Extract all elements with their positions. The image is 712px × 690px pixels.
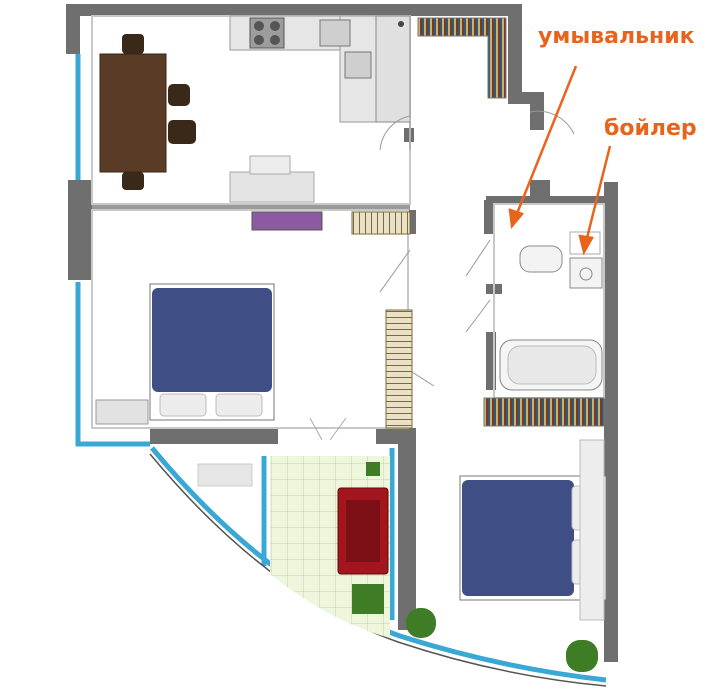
plant-icon (406, 608, 436, 638)
wall-left-upper (66, 4, 80, 54)
bedroom-1 (95, 211, 435, 441)
chair-icon (122, 34, 144, 54)
desk-icon (95, 399, 149, 425)
shelf-icon (483, 397, 605, 427)
wall-left-mid (68, 180, 92, 280)
kitchen-sink-icon (319, 19, 351, 47)
stairs (385, 309, 413, 429)
label-boiler: бойлер (604, 116, 697, 141)
fridge-icon (375, 15, 411, 123)
wall-corridor-right (508, 4, 544, 130)
window-curved (150, 446, 607, 683)
bar-counter (229, 171, 315, 203)
plant-icon (566, 640, 598, 672)
tv-stand (251, 211, 323, 231)
wall-bath-mid2 (486, 332, 496, 390)
label-sink: умывальник (538, 24, 695, 49)
wall-kitchen-bottom (92, 203, 410, 210)
washbasin-icon (569, 257, 603, 289)
balcony (197, 456, 390, 638)
wall-bedroom1-right (408, 210, 416, 234)
plant-icon (352, 584, 384, 614)
door-swing (379, 249, 411, 293)
door-swing (465, 239, 491, 333)
wardrobe-icon (579, 439, 605, 621)
door-swing (379, 115, 411, 151)
walls (66, 4, 618, 662)
kitchen (99, 15, 411, 203)
bedroom-2 (406, 439, 607, 672)
table-icon (197, 463, 253, 487)
wall-bath-right (604, 182, 618, 662)
window-bedroom1 (75, 282, 150, 447)
windows (75, 54, 607, 683)
plant-icon (366, 462, 380, 476)
wall-bath-top-dark (530, 180, 550, 204)
annotation-arrows (508, 65, 612, 256)
dining-table (99, 53, 167, 173)
wall-column (398, 430, 416, 630)
chair-icon (122, 172, 144, 190)
arrow-boiler (584, 145, 612, 243)
door-swing (309, 417, 347, 441)
wall-top (70, 4, 520, 16)
stove-icon (249, 17, 285, 49)
arrow-sink (514, 65, 578, 217)
wall-bath-left (484, 200, 494, 234)
wall-bedroom1-bottom (150, 428, 278, 444)
door-swing (411, 371, 435, 387)
chair-icon (168, 120, 196, 144)
chair-icon (168, 84, 190, 106)
wall-bath-top (486, 196, 616, 204)
stairs (351, 211, 411, 235)
bathroom (465, 231, 605, 427)
toilet-icon (519, 245, 563, 273)
bookshelf-l (417, 17, 507, 99)
